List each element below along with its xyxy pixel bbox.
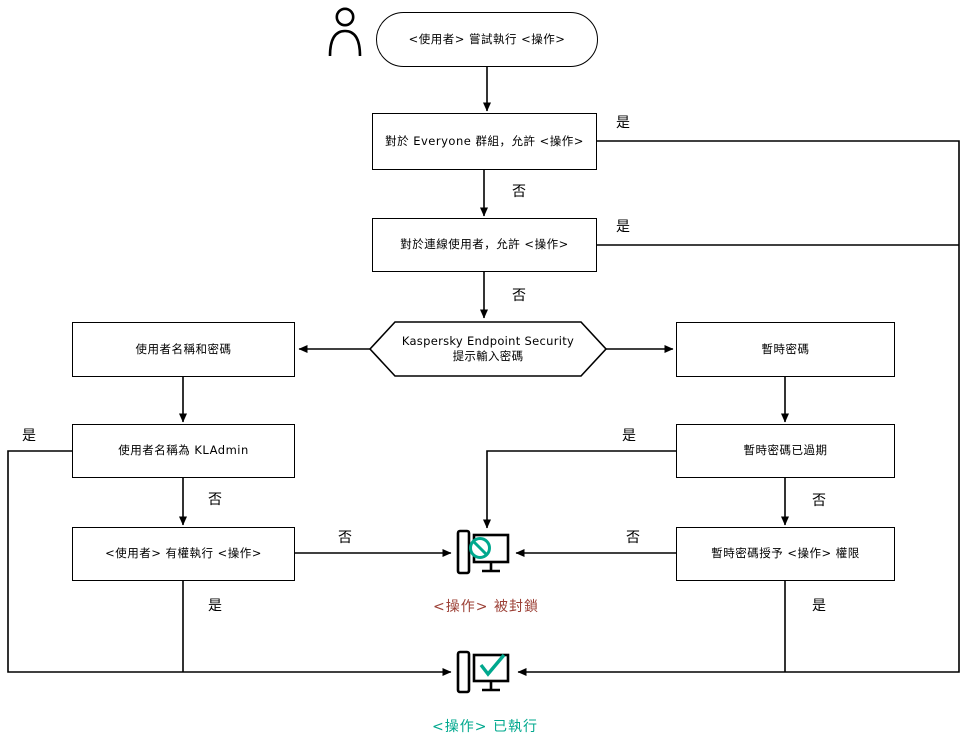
node-password-prompt: Kaspersky Endpoint Security 提示輸入密碼: [368, 320, 608, 378]
node-temp-password-expired-label: 暫時密碼已過期: [743, 443, 828, 458]
action-performed-label: <操作> 已執行: [432, 719, 538, 735]
edge-label-no-kladmin: 否: [208, 492, 223, 508]
node-temp-password-expired: 暫時密碼已過期: [676, 424, 895, 478]
node-temporary-password-label: 暫時密碼: [761, 341, 810, 356]
node-username-is-kladmin-label: 使用者名稱為 KLAdmin: [118, 443, 249, 458]
node-everyone-group: 對於 Everyone 群組，允許 <操作>: [372, 113, 597, 170]
hexagon-shape: [368, 321, 608, 377]
computer-blocked-icon: [454, 529, 512, 580]
user-icon: [326, 6, 364, 58]
node-user-has-permission: <使用者> 有權執行 <操作>: [72, 527, 295, 581]
node-username-password-label: 使用者名稱和密碼: [135, 341, 232, 356]
edge-label-no-expired: 否: [812, 493, 827, 509]
edge-label-no-everyone: 否: [512, 184, 527, 200]
node-password-prompt-label: Kaspersky Endpoint Security 提示輸入密碼: [401, 334, 575, 363]
action-blocked-label: <操作> 被封鎖: [433, 599, 539, 615]
node-temporary-password: 暫時密碼: [676, 322, 895, 377]
edge-label-yes-online: 是: [616, 219, 631, 235]
edge-label-no-grants: 否: [626, 530, 641, 546]
edge-label-no-permission: 否: [338, 530, 353, 546]
edge-label-yes-expired: 是: [622, 428, 637, 444]
edge-label-yes-everyone: 是: [616, 115, 631, 131]
node-temp-password-grants-label: 暫時密碼授予 <操作> 權限: [711, 546, 860, 561]
computer-check-icon: [454, 650, 512, 699]
edge-label-no-online: 否: [512, 288, 527, 304]
node-username-is-kladmin: 使用者名稱為 KLAdmin: [72, 424, 295, 478]
edge-label-yes-grants: 是: [812, 598, 827, 614]
edge-label-yes-kladmin: 是: [22, 428, 37, 444]
node-online-users-label: 對於連線使用者，允許 <操作>: [400, 237, 569, 252]
node-user-has-permission-label: <使用者> 有權執行 <操作>: [105, 546, 262, 561]
node-start: <使用者> 嘗試執行 <操作>: [376, 12, 598, 67]
node-everyone-group-label: 對於 Everyone 群組，允許 <操作>: [385, 133, 584, 148]
node-online-users: 對於連線使用者，允許 <操作>: [372, 218, 597, 272]
node-username-password: 使用者名稱和密碼: [72, 322, 295, 377]
edge-label-yes-permission: 是: [208, 598, 223, 614]
node-start-label: <使用者> 嘗試執行 <操作>: [408, 31, 566, 46]
node-temp-password-grants: 暫時密碼授予 <操作> 權限: [676, 527, 895, 581]
